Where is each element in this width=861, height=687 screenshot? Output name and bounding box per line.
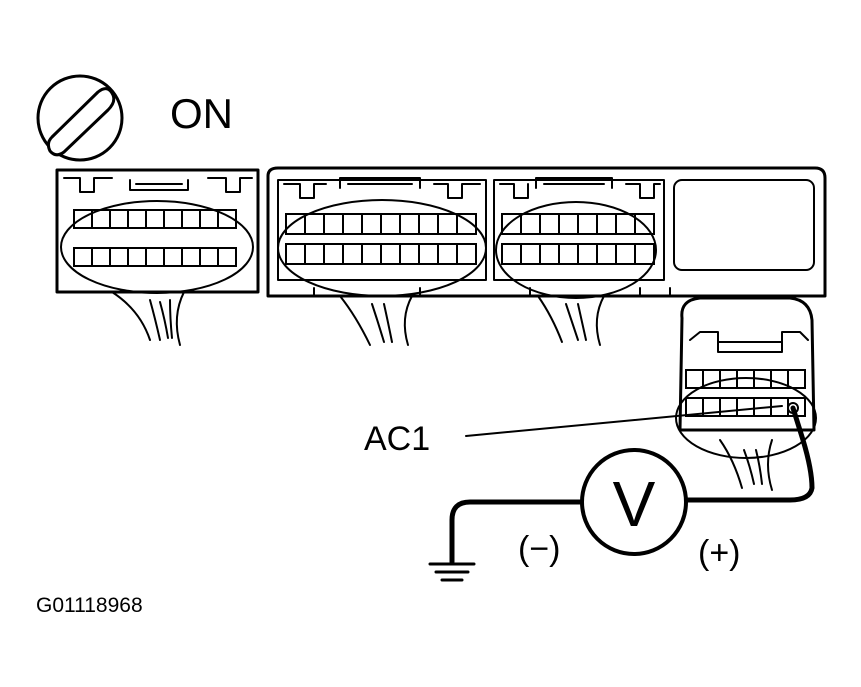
connector-pin-cavity (163, 247, 183, 267)
ground-icon (428, 562, 476, 582)
wire-harness-right (537, 295, 605, 346)
empty-socket (673, 179, 815, 271)
connector-pin-cavity (304, 243, 325, 265)
negative-polarity-label: (−) (518, 530, 561, 568)
ignition-switch-icon (36, 74, 124, 162)
connector-left (55, 168, 260, 294)
connector-pin-cavity (596, 213, 617, 235)
connector-pin-cavity (577, 213, 598, 235)
connector-pin-cavity (399, 213, 420, 235)
connector-pin-cavity (558, 213, 579, 235)
connector-pin-cavity (217, 209, 237, 229)
connector-pin-cavity (501, 243, 522, 265)
connector-pin-cavity (634, 243, 655, 265)
connector-pin-cavity (361, 243, 382, 265)
connector-pin-cavity (361, 213, 382, 235)
voltmeter-symbol: V (613, 468, 656, 540)
connector-pin-cavity (380, 243, 401, 265)
wire-harness-left (111, 291, 185, 346)
connector-pin-cavity (127, 209, 147, 229)
connector-pin-cavity (199, 209, 219, 229)
connector-pin-cavity (399, 243, 420, 265)
connector-pin-cavity (145, 247, 165, 267)
connector-pin-cavity (437, 243, 458, 265)
connector-pin-cavity (685, 369, 704, 389)
figure-code: G01118968 (36, 594, 143, 617)
connector-pin-cavity (181, 209, 201, 229)
meter-lead-negative (449, 499, 583, 565)
connector-pin-cavity (217, 247, 237, 267)
voltmeter-icon (580, 448, 688, 556)
connector-pin-cavity (323, 213, 344, 235)
connector-pin-cavity (456, 213, 477, 235)
connector-pin-cavity (615, 213, 636, 235)
connector-pin-cavity (787, 369, 806, 389)
connector-pin-cavity (342, 243, 363, 265)
connector-pin-cavity (418, 243, 439, 265)
connector-pin-cavity (73, 209, 93, 229)
connector-center (277, 177, 487, 297)
connector-pin-cavity (520, 243, 541, 265)
connector-pin-cavity (577, 243, 598, 265)
wire-harness-probe (719, 439, 773, 491)
connector-pin-cavity (285, 243, 306, 265)
connector-pin-cavity (596, 243, 617, 265)
connector-pin-cavity (615, 243, 636, 265)
connector-pin-cavity (418, 213, 439, 235)
connector-pin-cavity (73, 247, 93, 267)
meter-lead-positive (685, 405, 815, 503)
connector-pin-cavity (109, 209, 129, 229)
ac1-leader-line (465, 405, 783, 437)
connector-pin-cavity (304, 213, 325, 235)
connector-pin-cavity (437, 213, 458, 235)
positive-polarity-label: (+) (698, 534, 741, 572)
probe-connector (675, 296, 817, 459)
connector-pin-cavity (109, 247, 129, 267)
connector-pin-cavity (163, 209, 183, 229)
connector-pin-cavity (719, 397, 738, 417)
wire-harness-center (339, 295, 413, 346)
ignition-state-label: ON (170, 90, 233, 137)
connector-pin-cavity (145, 209, 165, 229)
connector-pin-cavity (91, 247, 111, 267)
connector-pin-cavity (127, 247, 147, 267)
connector-pin-cavity (199, 247, 219, 267)
connector-pin-cavity (558, 243, 579, 265)
connector-pin-cavity (539, 243, 560, 265)
connector-pin-cavity (181, 247, 201, 267)
connector-pin-cavity (736, 397, 755, 417)
connector-pin-cavity (539, 213, 560, 235)
connector-pin-cavity (520, 213, 541, 235)
connector-right (493, 177, 665, 299)
connector-pin-cavity (456, 243, 477, 265)
connector-pin-cavity (342, 213, 363, 235)
terminal-label: AC1 (364, 420, 430, 458)
connector-pin-cavity (380, 213, 401, 235)
connector-pin-cavity (323, 243, 344, 265)
